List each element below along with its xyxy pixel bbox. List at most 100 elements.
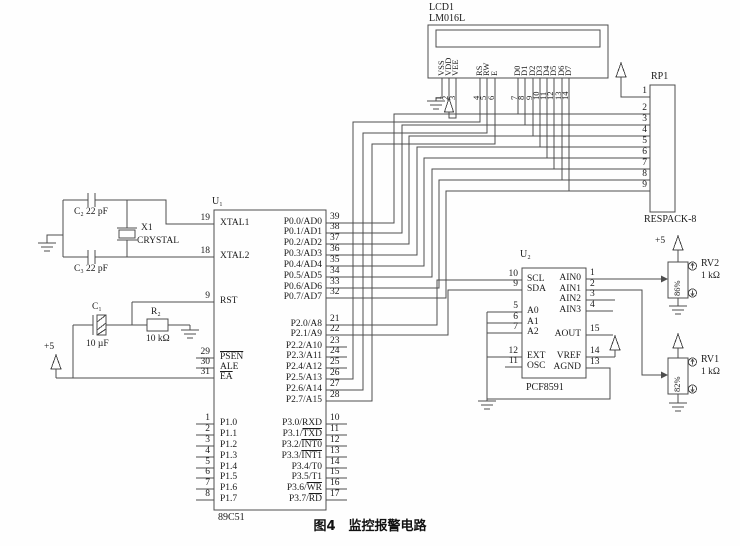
adc-ref: U₂ — [520, 249, 531, 260]
pin-number: 21 — [330, 314, 340, 324]
resistor-r2-body — [146, 318, 169, 332]
pin-name: AIN1 — [559, 284, 581, 294]
pin-number: 22 — [330, 324, 340, 334]
power-label: +5 — [655, 236, 666, 246]
cap-c1-value: 10 µF — [86, 339, 109, 349]
pin-number: 37 — [330, 233, 340, 243]
pin-number: 3 — [590, 289, 595, 299]
pin-number: 7 — [205, 478, 210, 488]
pin-name: AGND — [553, 362, 581, 372]
respack-ref: RP1 — [651, 71, 669, 82]
pot-rv1-value: 1 kΩ — [701, 367, 720, 377]
mcu-body — [213, 209, 327, 511]
cap-c3-label: C₃ 22 pF — [74, 264, 108, 274]
pin-number: 19 — [200, 213, 211, 223]
pin-number: 5 — [205, 457, 210, 467]
pin-name: EA — [220, 372, 233, 382]
pin-number: 39 — [330, 212, 340, 222]
pin-number: 9 — [642, 180, 647, 190]
pin-name: P2.4/A12 — [285, 362, 322, 372]
pin-number: 3 — [642, 114, 647, 124]
pin-number: 3 — [205, 435, 210, 445]
pin-name: A2 — [527, 327, 539, 337]
crystal-part: CRYSTAL — [137, 236, 179, 246]
pin-number: 4 — [590, 300, 595, 310]
pin-name: P0.2/AD2 — [283, 238, 322, 248]
pin-name: P0.4/AD4 — [283, 260, 322, 270]
pin-number: 17 — [330, 489, 340, 499]
pin-name: P1.3 — [220, 451, 238, 461]
pin-number: 28 — [330, 390, 340, 400]
pin-name: AIN0 — [559, 273, 581, 283]
pin-name: P3.7/RD — [288, 494, 322, 504]
lcd-pin-name: E — [489, 70, 499, 76]
pin-number: 38 — [330, 222, 340, 232]
mcu-ref: U₁ — [212, 196, 223, 207]
pin-number: 10 — [508, 269, 519, 279]
pin-number: 18 — [200, 246, 211, 256]
respack-part: RESPACK-8 — [644, 214, 697, 225]
pin-number: 12 — [508, 346, 519, 356]
lcd-pin-number: 3 — [447, 95, 457, 100]
cap-c2-label: C₂ 22 pF — [74, 207, 108, 217]
pot-rv1-percent: 82% — [672, 376, 682, 392]
pin-number: 7 — [513, 322, 518, 332]
pin-number: 13 — [590, 357, 600, 367]
lcd-pin-name: D7 — [563, 65, 573, 76]
pin-number: 2 — [590, 279, 595, 289]
pin-name: P2.0/A8 — [290, 319, 322, 329]
pin-number: 27 — [330, 379, 340, 389]
pin-name: P2.7/A15 — [285, 395, 322, 405]
pin-number: 13 — [330, 446, 340, 456]
pin-name: P3.1/TXD — [282, 429, 322, 439]
pin-number: 1 — [590, 268, 595, 278]
pin-name: P1.1 — [220, 429, 238, 439]
resistor-r2-ref: R₂ — [151, 307, 161, 317]
pin-name: P3.5/T1 — [291, 472, 322, 482]
pin-number: 25 — [330, 357, 340, 367]
pin-name: A1 — [527, 317, 539, 327]
pin-number: 1 — [205, 413, 210, 423]
lcd-pin-number: 14 — [560, 91, 570, 101]
pin-number: 35 — [330, 255, 340, 265]
cap-c1-ref: C₁ — [92, 302, 102, 312]
pin-name: P1.5 — [220, 472, 238, 482]
pin-name: P1.6 — [220, 483, 238, 493]
pin-name: P0.3/AD3 — [283, 249, 322, 259]
pin-name: P1.7 — [220, 494, 238, 504]
pin-name: SDA — [527, 284, 547, 294]
pin-number: 6 — [205, 467, 210, 477]
lcd-ref: LCD1 — [429, 2, 454, 13]
pin-name: P2.2/A10 — [285, 341, 322, 351]
pin-number: 12 — [330, 435, 340, 445]
pin-name: AOUT — [554, 329, 581, 339]
pin-name: P1.2 — [220, 440, 238, 450]
pin-number: 31 — [200, 367, 211, 377]
pin-name: P2.3/A11 — [286, 351, 322, 361]
pin-number: 5 — [513, 301, 518, 311]
crystal-ref: X1 — [141, 223, 153, 233]
pin-name: XTAL1 — [220, 218, 250, 228]
pin-number: 5 — [642, 136, 647, 146]
pin-name: RST — [220, 296, 238, 306]
pin-number: 32 — [330, 287, 340, 297]
pin-name: P3.0/RXD — [282, 418, 322, 428]
resistor-r2-value: 10 kΩ — [146, 334, 170, 344]
pin-name: OSC — [527, 361, 546, 371]
respack-body — [649, 84, 676, 213]
pin-name: AIN3 — [559, 305, 581, 315]
power-label: +5 — [44, 342, 55, 352]
pin-name: AIN2 — [559, 294, 581, 304]
pin-number: 24 — [330, 346, 340, 356]
pin-number: 11 — [330, 424, 340, 434]
pin-number: 9 — [205, 291, 210, 301]
pin-number: 10 — [330, 413, 340, 423]
pin-number: 4 — [205, 446, 210, 456]
pin-name: P0.0/AD0 — [283, 217, 322, 227]
pin-number: 33 — [330, 277, 340, 287]
pin-name: P3.4/T0 — [291, 462, 322, 472]
pin-name: P0.1/AD1 — [283, 227, 322, 237]
pin-number: 2 — [205, 424, 210, 434]
